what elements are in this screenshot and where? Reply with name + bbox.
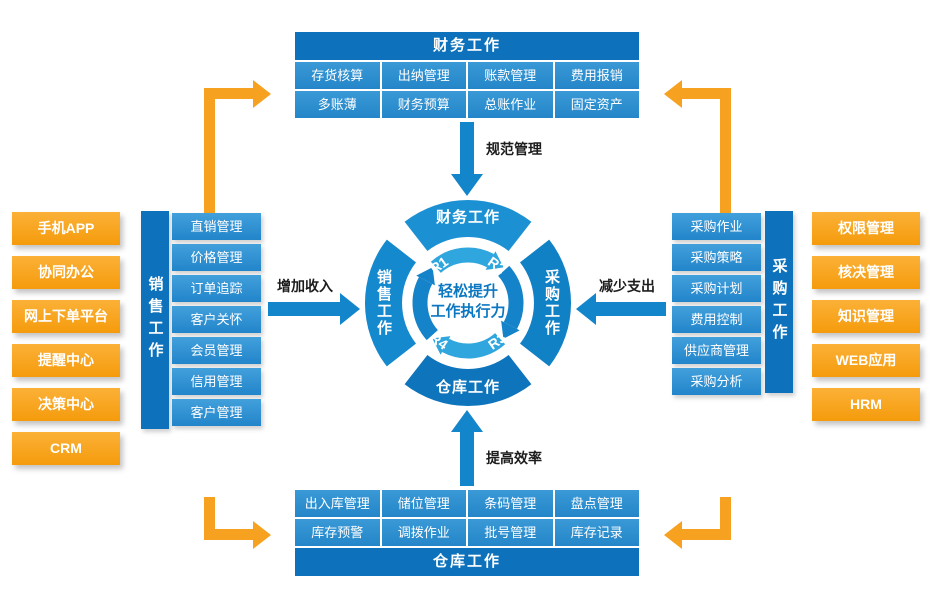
reminder-center-box: 提醒中心 (12, 344, 120, 377)
collaboration-box: 协同办公 (12, 256, 120, 289)
corner-arrow-bottom-left (204, 497, 271, 549)
r1-label: R1 (427, 253, 451, 277)
permission-box: 权限管理 (812, 212, 920, 245)
purchase-item: 采购计划 (672, 275, 761, 302)
warehouse-item: 批号管理 (468, 519, 553, 546)
sales-item: 信用管理 (172, 368, 261, 395)
warehouse-item: 库存记录 (554, 519, 639, 546)
center-slogan-line2: 工作执行力 (430, 303, 506, 320)
corner-arrow-top-left (204, 80, 271, 228)
sales-item: 会员管理 (172, 337, 261, 364)
sales-item: 客户管理 (172, 399, 261, 426)
finance-panel-grid: 存货核算 出纳管理 账款管理 费用报销 多账薄 财务预算 总账作业 固定资产 (295, 62, 639, 118)
decision-center-box: 决策中心 (12, 388, 120, 421)
crm-box: CRM (12, 432, 120, 465)
sales-item: 直销管理 (172, 213, 261, 240)
finance-panel-title: 财务工作 (295, 32, 639, 60)
purchase-group-items: 采购作业 采购策略 采购计划 费用控制 供应商管理 采购分析 (672, 213, 761, 395)
finance-item: 多账薄 (295, 91, 380, 118)
online-order-box: 网上下单平台 (12, 300, 120, 333)
finance-item: 财务预算 (381, 91, 466, 118)
ring-label-warehouse: 仓库工作 (435, 379, 500, 396)
ring-label-sales: 销售工作 (375, 269, 392, 337)
purchase-group-label: 采购工作 (765, 211, 793, 393)
ring-label-finance: 财务工作 (435, 209, 500, 226)
finance-item: 总账作业 (468, 91, 553, 118)
sales-item: 客户关怀 (172, 306, 261, 333)
finance-item: 账款管理 (468, 62, 553, 89)
flow-label-bottom: 提高效率 (486, 450, 542, 466)
center-slogan-line1: 轻松提升 (437, 283, 498, 300)
warehouse-panel-title: 仓库工作 (295, 548, 639, 576)
warehouse-item: 调拨作业 (381, 519, 466, 546)
r4-label: R4 (427, 329, 451, 353)
warehouse-item: 盘点管理 (554, 490, 639, 517)
right-orange-column: 权限管理 核决管理 知识管理 WEB应用 HRM (812, 212, 920, 421)
sales-group-label: 销售工作 (141, 211, 169, 429)
app-box: 手机APP (12, 212, 120, 245)
corner-arrow-top-right (664, 80, 731, 228)
finance-panel: 财务工作 存货核算 出纳管理 账款管理 费用报销 多账薄 财务预算 总账作业 固… (295, 32, 639, 118)
finance-item: 固定资产 (554, 91, 639, 118)
center-slogan: 轻松提升 工作执行力 (408, 282, 528, 322)
finance-item: 费用报销 (554, 62, 639, 89)
hrm-box: HRM (812, 388, 920, 421)
flow-label-left: 增加收入 (277, 278, 333, 294)
flow-arrow-left-icon (576, 293, 666, 325)
warehouse-item: 出入库管理 (295, 490, 380, 517)
r2-label: R2 (485, 253, 509, 277)
r3-label: R3 (485, 329, 509, 353)
sales-item: 订单追踪 (172, 275, 261, 302)
warehouse-item: 条码管理 (468, 490, 553, 517)
ring-label-purchase: 采购工作 (543, 269, 560, 337)
purchase-item: 费用控制 (672, 306, 761, 333)
purchase-item: 采购分析 (672, 368, 761, 395)
warehouse-panel-grid: 出入库管理 储位管理 条码管理 盘点管理 库存预警 调拨作业 批号管理 库存记录 (295, 490, 639, 546)
purchase-item: 采购作业 (672, 213, 761, 240)
finance-item: 出纳管理 (381, 62, 466, 89)
left-orange-column: 手机APP 协同办公 网上下单平台 提醒中心 决策中心 CRM (12, 212, 120, 465)
knowledge-box: 知识管理 (812, 300, 920, 333)
sales-group-items: 直销管理 价格管理 订单追踪 客户关怀 会员管理 信用管理 客户管理 (172, 213, 261, 426)
flow-arrow-right-icon (268, 293, 360, 325)
warehouse-item: 库存预警 (295, 519, 380, 546)
flow-label-right: 减少支出 (599, 278, 655, 294)
flow-arrow-down-icon (451, 122, 483, 196)
flow-label-top: 规范管理 (486, 141, 542, 157)
sales-item: 价格管理 (172, 244, 261, 271)
flow-arrow-up-icon (451, 410, 483, 486)
purchase-item: 采购策略 (672, 244, 761, 271)
finance-item: 存货核算 (295, 62, 380, 89)
web-app-box: WEB应用 (812, 344, 920, 377)
approval-box: 核决管理 (812, 256, 920, 289)
warehouse-panel: 出入库管理 储位管理 条码管理 盘点管理 库存预警 调拨作业 批号管理 库存记录… (295, 490, 639, 576)
purchase-item: 供应商管理 (672, 337, 761, 364)
warehouse-item: 储位管理 (381, 490, 466, 517)
corner-arrow-bottom-right (664, 497, 731, 549)
